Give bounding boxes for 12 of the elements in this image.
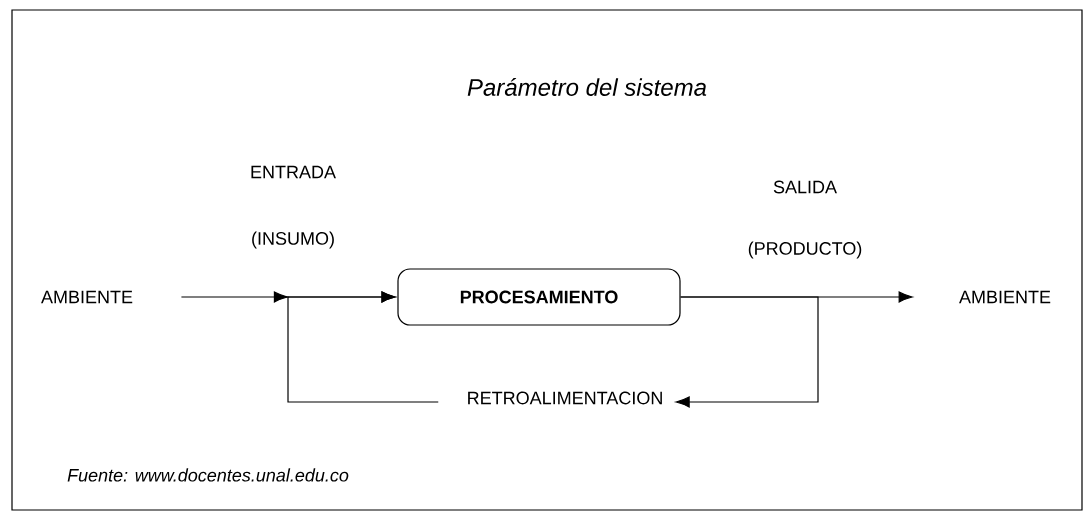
flow-label: SALIDA <box>773 180 837 194</box>
flow-label: (INSUMO) <box>252 231 334 249</box>
source-note: Fuente: www.docentes.unal.edu.co <box>67 468 349 482</box>
ambient-label: AMBIENTE <box>959 290 1051 304</box>
feedback-label: RETROALIMENTACION <box>468 391 662 405</box>
process-box: PROCESAMIENTO <box>397 268 681 326</box>
ambient-label: AMBIENTE <box>41 290 133 304</box>
arrow <box>273 291 439 403</box>
flow-label: ENTRADA <box>251 165 336 179</box>
flow-label: (PRODUCTO) <box>748 241 862 259</box>
arrow <box>675 296 819 408</box>
title: Parámetro del sistema <box>467 78 707 96</box>
